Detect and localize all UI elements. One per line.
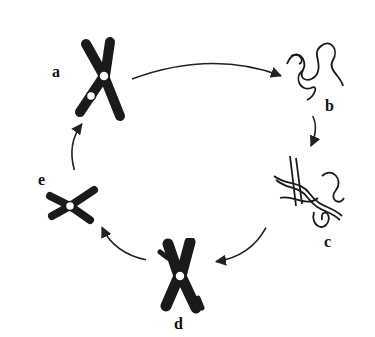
chromosome-stage: b xyxy=(281,34,349,116)
stage-letter: e xyxy=(38,172,45,188)
chromosome-stage: e xyxy=(36,170,102,236)
chromosome-stage: a xyxy=(46,36,132,124)
cycle-arrow xyxy=(132,64,281,80)
stage-letter: a xyxy=(52,64,60,80)
chromosome-figure xyxy=(46,36,132,124)
stage-letter: b xyxy=(325,98,334,114)
stage-letter: d xyxy=(174,316,183,332)
cycle-arrow xyxy=(72,124,82,170)
cycle-arrow xyxy=(311,116,315,146)
stage-letter: c xyxy=(324,234,331,250)
chromosome-stage: d xyxy=(146,238,216,333)
chromosome-stage: c xyxy=(266,146,350,252)
chromosome-figure xyxy=(281,34,349,116)
chromosome-figure xyxy=(266,146,350,252)
cycle-arrow xyxy=(102,227,146,259)
chromosome-figure xyxy=(36,170,102,236)
cycle-arrow xyxy=(216,228,266,262)
